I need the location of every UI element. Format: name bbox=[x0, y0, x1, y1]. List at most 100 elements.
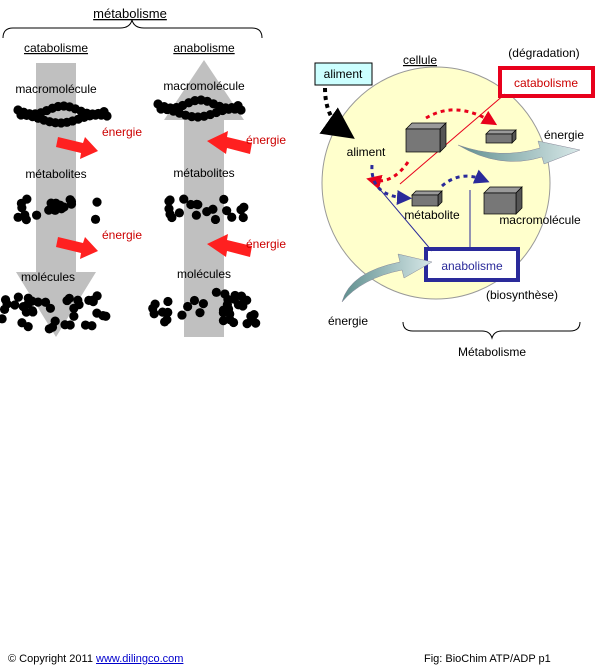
molecule-dot bbox=[211, 287, 221, 297]
metabolite-dot bbox=[46, 198, 56, 208]
molecule-dot bbox=[225, 314, 235, 325]
metabolite-dot bbox=[191, 210, 201, 220]
molecule-dots bbox=[0, 95, 261, 334]
catabolisme-box-label: catabolisme bbox=[514, 76, 578, 90]
molecule-dot bbox=[69, 311, 79, 321]
metabolite-dot bbox=[22, 194, 32, 204]
energy-swoosh-top bbox=[457, 140, 581, 165]
metabolite-dot bbox=[90, 214, 101, 224]
molecule-dot bbox=[45, 303, 56, 313]
metabolite-dot bbox=[31, 210, 42, 220]
energie-label-ana-2: énergie bbox=[246, 237, 286, 251]
molecule-dot bbox=[0, 314, 7, 324]
metabolite-dot bbox=[208, 204, 218, 214]
aliment-box-label: aliment bbox=[324, 67, 363, 81]
metabolite-dot bbox=[55, 200, 65, 210]
small-block-top bbox=[485, 129, 517, 144]
metabolite-block bbox=[411, 190, 443, 207]
metabolite-dot bbox=[174, 208, 185, 218]
copyright-symbol: © bbox=[8, 653, 17, 665]
metabolite-label: métabolite bbox=[404, 208, 460, 222]
molecule-dot bbox=[177, 310, 187, 320]
molecule-dot bbox=[62, 295, 72, 306]
metabolite-dot bbox=[165, 195, 175, 205]
aliment-arrow bbox=[319, 87, 355, 139]
molecule-dot bbox=[33, 297, 43, 307]
metabolisme-brace bbox=[402, 321, 581, 340]
biosynthese-label: (biosynthèse) bbox=[486, 288, 558, 302]
catabolic-arrow-top bbox=[425, 108, 498, 126]
top-brace bbox=[2, 19, 263, 39]
metabolite-dot bbox=[219, 194, 229, 204]
anabolisme-up-arrow bbox=[164, 60, 244, 337]
degradation-label: (dégradation) bbox=[508, 46, 579, 60]
energie-label-cat-2: énergie bbox=[102, 228, 142, 242]
metabolite-dot bbox=[238, 212, 248, 223]
metabolite-dot bbox=[227, 212, 237, 222]
molecule-dot bbox=[50, 316, 60, 326]
molecule-dot bbox=[195, 308, 205, 318]
metabolite-dot bbox=[20, 210, 30, 220]
molecule-dot bbox=[230, 290, 240, 301]
energie-label-ana-1: énergie bbox=[246, 133, 286, 147]
molecule-dot bbox=[92, 291, 102, 301]
anabolisme-heading: anabolisme bbox=[173, 41, 235, 55]
cat-metabolites-label: métabolites bbox=[25, 167, 86, 181]
metabolisme-label: Métabolisme bbox=[458, 345, 526, 359]
molecule-dot bbox=[242, 295, 252, 305]
metabolite-dot bbox=[179, 194, 189, 204]
molecule-dot bbox=[242, 319, 252, 329]
macromolecule-chain bbox=[236, 105, 246, 115]
energie-label-cat-1: énergie bbox=[102, 125, 142, 139]
macromolecule-chain bbox=[102, 111, 112, 121]
figure-caption: Fig: BioChim ATP/ADP p1 bbox=[424, 653, 551, 665]
molecule-dot bbox=[23, 293, 33, 303]
catabolisme-pointer bbox=[399, 93, 506, 185]
molecule-dot bbox=[44, 324, 54, 334]
metabolite-dot bbox=[17, 203, 27, 213]
metabolite-dot bbox=[239, 202, 249, 212]
anabolisme-box-label: anabolisme bbox=[441, 259, 503, 273]
metabolite-dot bbox=[44, 205, 54, 215]
ana-macromolecule-label: macromolécule bbox=[163, 79, 245, 93]
catabolisme-box bbox=[498, 66, 595, 98]
metabolite-dot bbox=[66, 199, 77, 209]
ana-metabolites-label: métabolites bbox=[173, 166, 234, 180]
energy-arrow-cat-2 bbox=[56, 237, 98, 259]
metabolite-dot bbox=[92, 197, 102, 207]
macromolecule-label: macromolécule bbox=[499, 213, 581, 227]
molecule-dot bbox=[163, 307, 173, 317]
energie-top-label: énergie bbox=[544, 128, 584, 142]
molecule-dot bbox=[163, 296, 173, 307]
cellule-label: cellule bbox=[403, 53, 437, 67]
dilingco-link[interactable]: www.dilingco.com bbox=[96, 653, 184, 665]
molecule-dot bbox=[21, 307, 31, 317]
catabolisme-heading: catabolisme bbox=[24, 41, 88, 55]
anabolisme-pointer-1 bbox=[371, 179, 433, 252]
molecule-dot bbox=[80, 320, 91, 330]
metabolite-dot bbox=[164, 204, 174, 214]
molecule-dot bbox=[13, 292, 23, 302]
metabolisme-heading: métabolisme bbox=[93, 6, 167, 21]
metabolite-dot bbox=[210, 214, 221, 225]
metabolite-dot bbox=[222, 206, 232, 216]
molecule-dot bbox=[223, 294, 233, 305]
cat-macromolecule-label: macromolécule bbox=[15, 82, 97, 96]
molecule-dot bbox=[10, 300, 20, 310]
molecule-dot bbox=[189, 295, 200, 306]
molecule-dot bbox=[160, 317, 170, 327]
molecule-dot bbox=[150, 299, 160, 309]
molecule-dot bbox=[73, 295, 83, 305]
macromolecule-block-top bbox=[405, 122, 447, 153]
energy-arrow-cat-1 bbox=[56, 137, 98, 159]
metabolite-dot bbox=[192, 199, 202, 209]
molecule-dot bbox=[23, 322, 33, 332]
molecule-dot bbox=[0, 304, 10, 315]
energy-arrow-ana-1 bbox=[207, 131, 252, 154]
aliment-inner-label: aliment bbox=[347, 145, 386, 159]
anabolic-arrow-left bbox=[370, 164, 412, 205]
macromolecule-block-bottom bbox=[483, 186, 523, 215]
anabolic-arrow-right bbox=[441, 169, 490, 188]
molecule-dot bbox=[251, 318, 261, 328]
